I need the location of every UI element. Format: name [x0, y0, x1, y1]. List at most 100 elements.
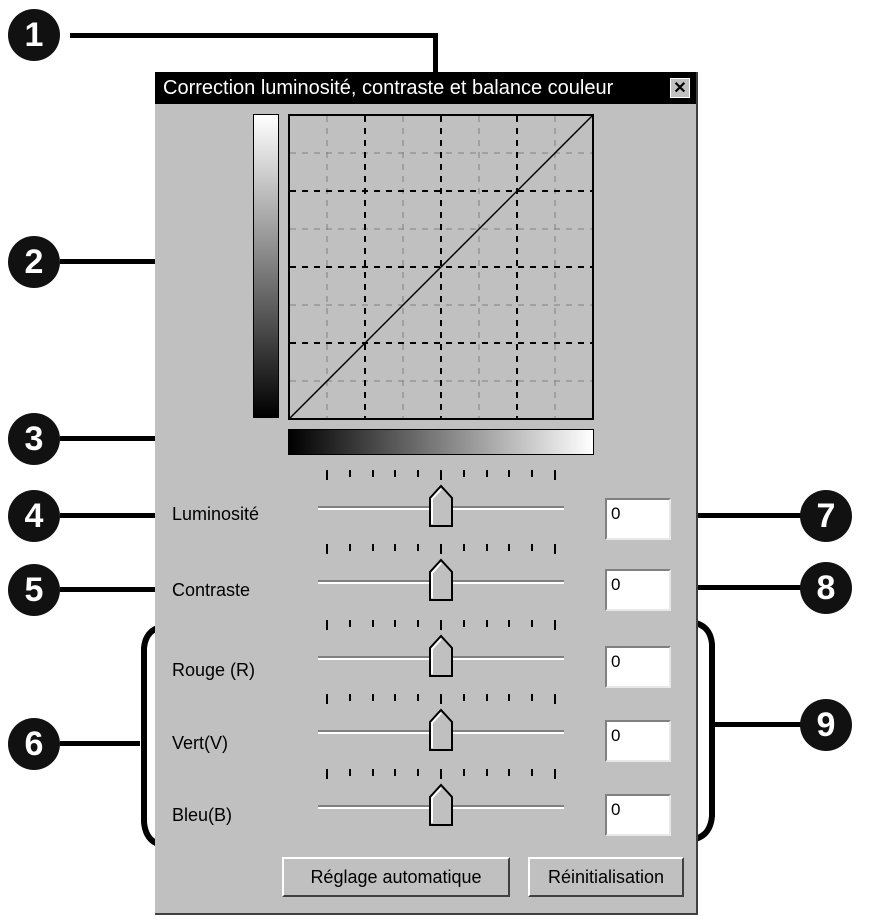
- slider-tick: [554, 694, 556, 704]
- callout-8: 8: [800, 562, 852, 614]
- callout-line-1-v: [433, 33, 438, 101]
- callout-line-5: [60, 587, 164, 592]
- slider-tick: [348, 470, 351, 477]
- slider-tick: [371, 694, 374, 701]
- slider-tick: [462, 620, 465, 627]
- slider-tick: [440, 620, 442, 630]
- slider-ticks-rouge: [326, 620, 556, 630]
- slider-tick: [531, 544, 534, 551]
- slider-tick: [417, 694, 420, 701]
- slider-thumb-luminosite[interactable]: [428, 484, 454, 528]
- slider-tick: [326, 769, 328, 779]
- slider-tick: [485, 620, 488, 627]
- slider-tick: [440, 769, 442, 779]
- slider-tick: [485, 694, 488, 701]
- dialog-title: Correction luminosité, contraste et bala…: [163, 76, 614, 99]
- slider-tick: [440, 470, 442, 480]
- slider-tick: [462, 694, 465, 701]
- callout-6: 6: [8, 718, 60, 770]
- slider-tick: [394, 769, 397, 776]
- slider-tick: [394, 544, 397, 551]
- slider-tick: [394, 694, 397, 701]
- slider-label-bleu: Bleu(B): [172, 805, 233, 825]
- vertical-tone-gradient: [253, 114, 279, 418]
- reset-button[interactable]: Réinitialisation: [528, 857, 684, 897]
- slider-tick: [371, 620, 374, 627]
- slider-tick: [348, 769, 351, 776]
- slider-tick: [531, 620, 534, 627]
- callout-1: 1: [8, 9, 60, 61]
- slider-tick: [417, 620, 420, 627]
- dialog-titlebar[interactable]: Correction luminosité, contraste et bala…: [155, 72, 696, 104]
- horizontal-tone-gradient: [288, 429, 594, 455]
- callout-line-4: [60, 513, 164, 518]
- slider-thumb-vert[interactable]: [428, 708, 454, 752]
- tone-curve-graph[interactable]: [288, 114, 594, 420]
- slider-thumb-bleu[interactable]: [428, 783, 454, 827]
- slider-label-contraste: Contraste: [172, 580, 251, 600]
- slider-tick: [462, 769, 465, 776]
- slider-tick: [554, 769, 556, 779]
- slider-ticks-bleu: [326, 769, 556, 779]
- close-icon[interactable]: ✕: [670, 78, 690, 98]
- callout-line-9: [712, 722, 806, 727]
- slider-tick: [531, 769, 534, 776]
- callout-3: 3: [8, 413, 60, 465]
- callout-9: 9: [800, 699, 852, 751]
- slider-tick: [326, 694, 328, 704]
- callout-line-1-h: [70, 33, 438, 38]
- slider-ticks-vert: [326, 694, 556, 704]
- slider-tick: [554, 470, 556, 480]
- slider-tick: [371, 544, 374, 551]
- slider-tick: [371, 769, 374, 776]
- slider-tick: [508, 769, 511, 776]
- slider-tick: [417, 470, 420, 477]
- slider-ticks-contraste: [326, 544, 556, 554]
- slider-tick: [417, 544, 420, 551]
- slider-tick: [326, 544, 328, 554]
- callout-line-6: [60, 741, 140, 746]
- slider-tick: [348, 544, 351, 551]
- slider-value-bleu[interactable]: 0: [605, 794, 671, 836]
- auto-adjust-button[interactable]: Réglage automatique: [282, 857, 510, 897]
- slider-tick: [485, 470, 488, 477]
- slider-tick: [326, 470, 328, 480]
- slider-tick: [394, 470, 397, 477]
- slider-tick: [462, 470, 465, 477]
- bracket-right: [685, 619, 715, 843]
- slider-value-rouge[interactable]: 0: [605, 646, 671, 688]
- slider-label-luminosite: Luminosité: [172, 504, 260, 524]
- tone-curve-line: [289, 115, 593, 419]
- callout-line-2: [60, 259, 244, 264]
- slider-thumb-contraste[interactable]: [428, 558, 454, 602]
- callout-line-8: [672, 585, 806, 590]
- slider-ticks-luminosite: [326, 470, 556, 480]
- slider-tick: [371, 470, 374, 477]
- callout-2: 2: [8, 236, 60, 288]
- slider-tick: [531, 470, 534, 477]
- slider-value-contraste[interactable]: 0: [605, 569, 671, 611]
- brightness-contrast-dialog: Correction luminosité, contraste et bala…: [155, 72, 698, 915]
- slider-label-vert: Vert(V): [172, 733, 229, 753]
- slider-tick: [508, 620, 511, 627]
- slider-tick: [462, 544, 465, 551]
- slider-tick: [554, 620, 556, 630]
- slider-tick: [531, 694, 534, 701]
- slider-tick: [417, 769, 420, 776]
- slider-tick: [485, 769, 488, 776]
- slider-tick: [485, 544, 488, 551]
- slider-tick: [348, 694, 351, 701]
- slider-tick: [508, 694, 511, 701]
- slider-tick: [394, 620, 397, 627]
- slider-tick: [440, 544, 442, 554]
- slider-tick: [348, 620, 351, 627]
- callout-4: 4: [8, 490, 60, 542]
- slider-tick: [326, 620, 328, 630]
- slider-tick: [554, 544, 556, 554]
- slider-value-vert[interactable]: 0: [605, 720, 671, 762]
- slider-thumb-rouge[interactable]: [428, 634, 454, 678]
- slider-value-luminosite[interactable]: 0: [605, 498, 671, 540]
- slider-tick: [508, 470, 511, 477]
- slider-label-rouge: Rouge (R): [172, 660, 256, 680]
- slider-tick: [508, 544, 511, 551]
